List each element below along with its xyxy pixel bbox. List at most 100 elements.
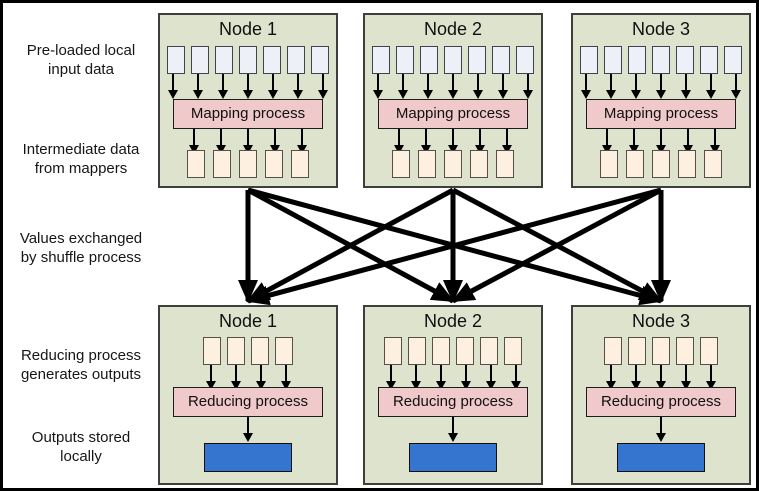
input-data-box — [191, 46, 209, 74]
input-data-box — [468, 46, 486, 74]
flow-arrow — [627, 74, 646, 99]
label-line: locally — [60, 448, 102, 465]
flow-arrow — [239, 74, 258, 99]
label-line: by shuffle process — [20, 249, 142, 266]
intermediate-data-box — [291, 150, 309, 178]
mapping-process-box: Mapping process — [378, 99, 528, 129]
input-arrows — [164, 74, 333, 99]
flow-arrow — [456, 365, 475, 387]
flow-arrow — [444, 129, 463, 150]
flow-arrow — [185, 129, 204, 150]
intermediate-data-box — [470, 150, 488, 178]
flow-arrow — [702, 74, 721, 99]
intermediate-data-box — [456, 337, 474, 365]
input-data-box — [215, 46, 233, 74]
shuffle-arrow — [247, 188, 663, 305]
flow-arrow — [214, 74, 233, 99]
label-line: input data — [48, 61, 114, 78]
flow-arrow — [293, 129, 312, 150]
map-node-3-title: Node 3 — [631, 19, 691, 39]
input-data-box — [396, 46, 414, 74]
map-node-1: Node 1 Mapping process — [158, 13, 338, 188]
reducing-process-box: Reducing process — [173, 387, 323, 417]
input-data-box — [604, 46, 622, 74]
map-node-3: Node 3 Mapping process — [571, 13, 751, 188]
flow-arrow — [506, 365, 525, 387]
flow-arrow — [264, 74, 283, 99]
input-data-box — [652, 46, 670, 74]
intermediate-data-box — [432, 337, 450, 365]
flow-arrow — [419, 74, 438, 99]
intermediate-box-row — [600, 150, 722, 178]
map-node-2-title: Node 2 — [423, 19, 483, 39]
flow-arrow — [519, 74, 538, 99]
reducing-process-box: Reducing process — [586, 387, 736, 417]
flow-arrow — [239, 129, 258, 150]
map-output-arrows — [185, 129, 312, 150]
flow-arrow — [727, 74, 746, 99]
reduce-input-arrows — [381, 365, 525, 387]
reduce-node-2-title: Node 2 — [423, 311, 483, 331]
shuffle-arrow — [246, 188, 455, 304]
flow-arrow — [602, 74, 621, 99]
input-data-box — [492, 46, 510, 74]
input-box-row — [372, 46, 534, 74]
output-box — [617, 443, 705, 472]
flow-arrow — [498, 129, 517, 150]
output-box — [204, 443, 292, 472]
input-data-box — [311, 46, 329, 74]
reduce-node-1-title: Node 1 — [218, 311, 278, 331]
input-data-box — [239, 46, 257, 74]
intermediate-data-box — [504, 337, 522, 365]
mapping-process-box: Mapping process — [173, 99, 323, 129]
input-data-box — [287, 46, 305, 74]
input-data-box — [372, 46, 390, 74]
intermediate-data-box — [384, 337, 402, 365]
intermediate-data-box — [265, 150, 283, 178]
flow-arrow — [625, 129, 644, 150]
input-data-box — [263, 46, 281, 74]
shuffle-arrow — [451, 188, 663, 304]
mapping-process-box: Mapping process — [586, 99, 736, 129]
flow-arrow — [431, 365, 450, 387]
flow-arrow — [444, 74, 463, 99]
label-preloaded-input: Pre-loaded local input data — [5, 41, 157, 79]
flow-arrow — [394, 74, 413, 99]
map-node-2: Node 2 Mapping process — [363, 13, 543, 188]
shuffle-arrow — [451, 188, 663, 304]
output-arrow — [444, 417, 463, 443]
output-box — [409, 443, 497, 472]
intermediate-data-box — [600, 150, 618, 178]
flow-arrow — [494, 74, 513, 99]
flow-arrow — [226, 365, 245, 387]
intermediate-data-box — [678, 150, 696, 178]
flow-arrow — [627, 365, 646, 387]
reduce-input-box-row — [604, 337, 718, 365]
flow-arrow — [417, 129, 436, 150]
map-node-1-title: Node 1 — [218, 19, 278, 39]
label-line: Outputs stored — [31, 429, 131, 446]
intermediate-data-box — [652, 150, 670, 178]
intermediate-data-box — [227, 337, 245, 365]
flow-arrow — [469, 74, 488, 99]
intermediate-data-box — [626, 150, 644, 178]
label-reducing: Reducing process generates outputs — [5, 346, 157, 384]
shuffle-arrow — [246, 188, 662, 305]
input-data-box — [420, 46, 438, 74]
label-line: generates outputs — [20, 366, 142, 383]
intermediate-data-box — [408, 337, 426, 365]
flow-arrow — [276, 365, 295, 387]
reduce-node-3-title: Node 3 — [631, 311, 691, 331]
input-data-box — [444, 46, 462, 74]
flow-arrow — [652, 74, 671, 99]
reduce-node-3: Node 3 Reducing process — [571, 305, 751, 485]
reduce-node-2: Node 2 Reducing process — [363, 305, 543, 485]
input-arrows — [369, 74, 538, 99]
flow-arrow — [201, 365, 220, 387]
flow-arrow — [577, 74, 596, 99]
flow-arrow — [706, 129, 725, 150]
input-data-box — [724, 46, 742, 74]
flow-arrow — [390, 129, 409, 150]
input-data-box — [580, 46, 598, 74]
